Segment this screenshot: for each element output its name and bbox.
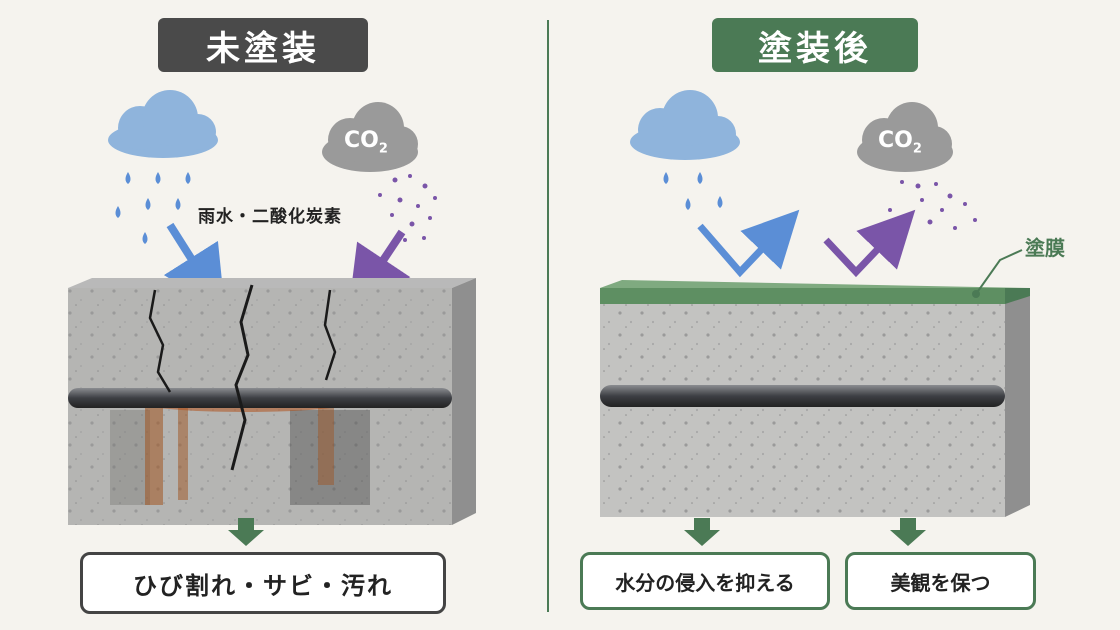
film-leader (975, 249, 1023, 295)
raindrops-icon (115, 172, 191, 244)
result-unpainted: ひび割れ・サビ・汚れ (80, 552, 446, 614)
co2-label-left: CO2 (344, 128, 388, 157)
down-arrow-icon-right-2 (890, 518, 926, 546)
rain-arrow (163, 222, 226, 313)
concrete-block-unpainted (68, 278, 476, 525)
down-arrow-icon (228, 518, 264, 546)
rebar (68, 388, 452, 408)
co2-particles-right (888, 180, 977, 230)
co2-arrow (348, 229, 411, 313)
center-divider (547, 20, 549, 612)
coating-film (600, 280, 1030, 304)
rain-co2-label: 雨水・二酸化炭素 (198, 207, 342, 227)
concrete-block-painted (600, 282, 1030, 517)
film-label: 塗膜 (1025, 236, 1065, 260)
rain-bounce-arrow (697, 209, 800, 278)
result-appearance: 美観を保つ (845, 552, 1036, 610)
co2-label-right: CO2 (878, 128, 922, 157)
down-arrow-icon-right-1 (684, 518, 720, 546)
title-painted: 塗装後 (712, 18, 918, 72)
rain-cloud-icon (108, 90, 218, 158)
rain-cloud-icon-right (630, 90, 740, 160)
co2-particles (378, 174, 437, 242)
result-water-suppression: 水分の侵入を抑える (580, 552, 830, 610)
co2-cloud-icon (322, 102, 418, 172)
raindrops-icon-right (663, 172, 723, 210)
title-unpainted: 未塗装 (158, 18, 368, 72)
co2-cloud-icon-right (857, 102, 953, 172)
co2-bounce-arrow (823, 209, 916, 278)
rebar-right (600, 385, 1005, 407)
